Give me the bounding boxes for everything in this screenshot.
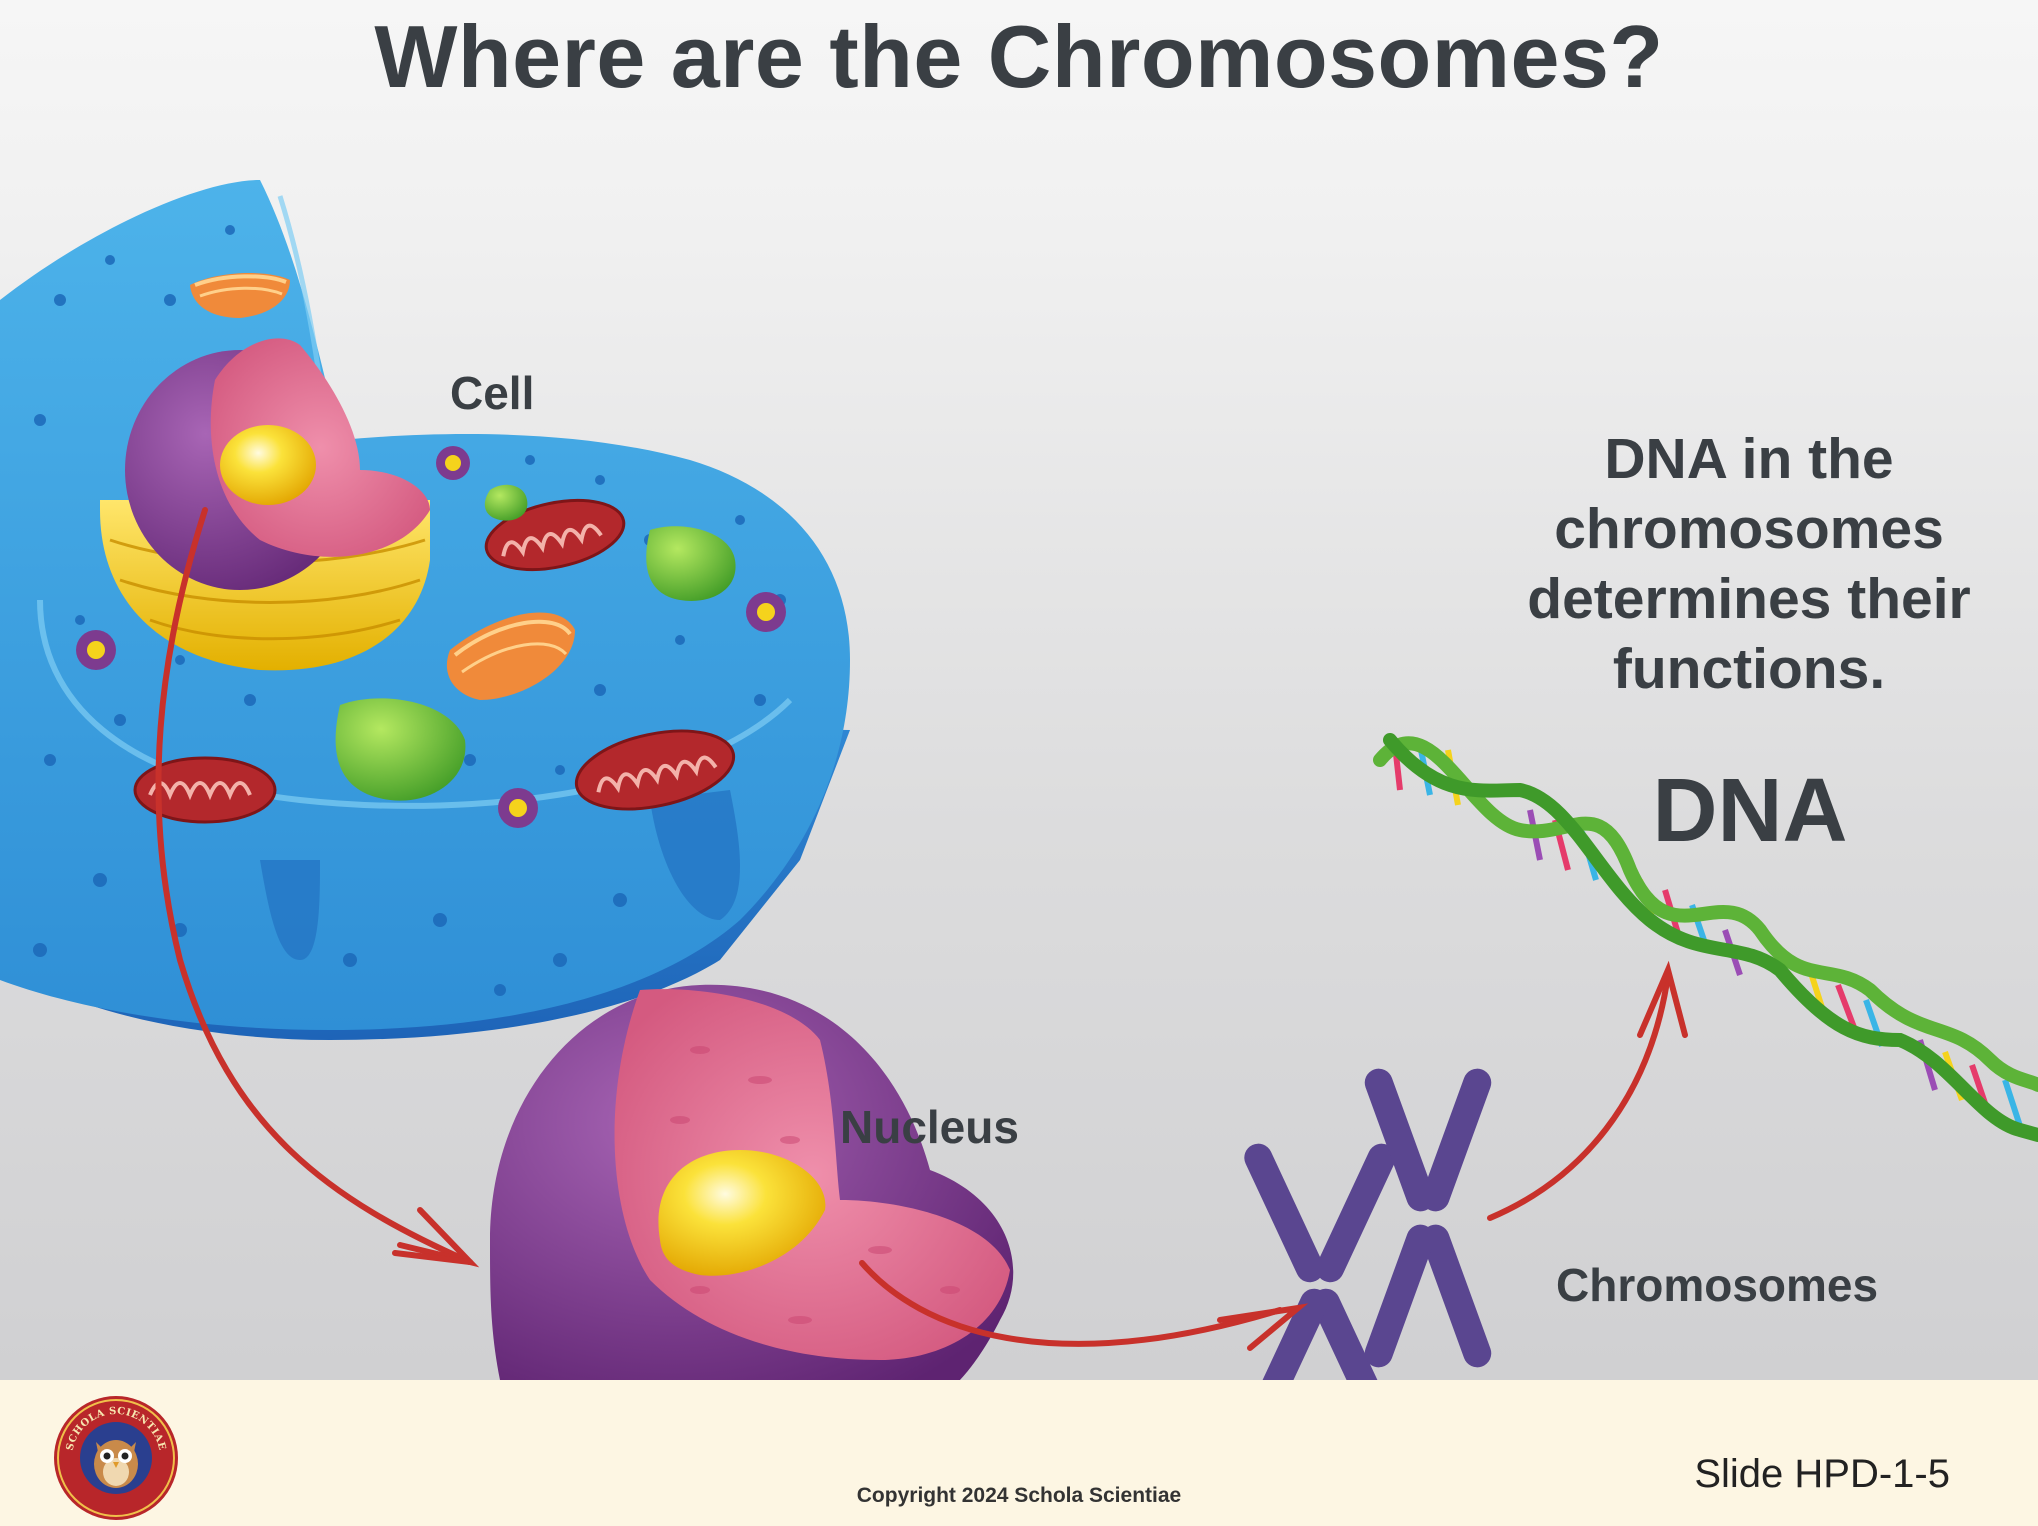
slide-canvas: Where are the Chromosomes? Cell Nucleus …	[0, 0, 2038, 1380]
chromosomes-illustration	[1244, 1068, 1492, 1380]
cell-label: Cell	[450, 367, 535, 419]
slide-number: Slide HPD-1-5	[1694, 1452, 1950, 1496]
statement-line: functions.	[1612, 637, 1886, 701]
arrow-chromosomes-to-dna	[1487, 972, 1671, 1221]
cell-illustration	[0, 180, 850, 1040]
statement-line: determines their	[1527, 567, 1971, 631]
lysosomes	[76, 446, 786, 828]
statement-line: chromosomes	[1554, 497, 1944, 561]
arrow-cell-to-nucleus	[155, 507, 473, 1265]
nucleus-illustration	[490, 984, 1014, 1380]
arrow-nucleus-to-chromosomes	[859, 1260, 1283, 1347]
golgi-top	[190, 273, 290, 318]
flow-arrows	[155, 507, 1688, 1351]
dna-helix	[1373, 733, 2038, 1142]
golgi-middle	[446, 612, 575, 700]
slide-footer	[0, 1380, 2038, 1526]
dna-label: DNA	[1652, 761, 1848, 861]
nucleus-label: Nucleus	[840, 1101, 1019, 1153]
copyright-text: Copyright 2024 Schola Scientiae	[856, 1484, 1182, 1507]
schola-scientiae-logo: SCHOLA SCIENTIAE	[54, 1396, 178, 1520]
page-title: Where are the Chromosomes?	[374, 7, 1664, 106]
statement-line: DNA in the	[1604, 427, 1894, 491]
chromosomes-label: Chromosomes	[1556, 1259, 1879, 1311]
diagram-art	[0, 180, 2038, 1380]
dna-statement: DNA in the chromosomes determines their …	[1476, 424, 2022, 704]
